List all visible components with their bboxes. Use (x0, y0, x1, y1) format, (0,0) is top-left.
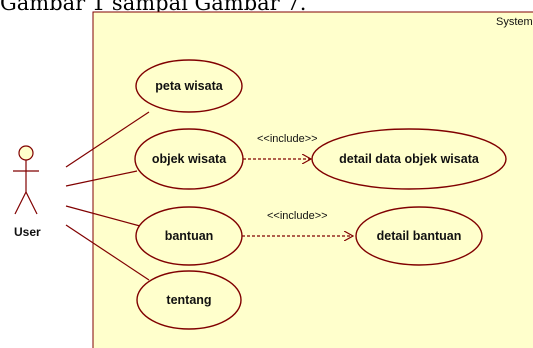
system-label: System (496, 16, 533, 28)
associations (65, 111, 150, 281)
use-case-label: tentang (166, 293, 211, 307)
use-case-peta-wisata: peta wisata (135, 59, 243, 113)
include-label-bantuan: <<include>> (267, 210, 328, 222)
use-case-label: peta wisata (155, 79, 223, 93)
association-peta (65, 111, 150, 168)
page-caption: Gambar 1 sampai Gambar 7. (0, 0, 307, 15)
use-case-label: detail bantuan (377, 229, 462, 243)
association-tentang (65, 224, 150, 281)
use-case-detail-bantuan: detail bantuan (355, 206, 483, 266)
use-case-bantuan: bantuan (135, 206, 243, 266)
actor-user: User (13, 145, 41, 239)
actor-label: User (14, 225, 41, 239)
use-case-label: objek wisata (152, 152, 227, 166)
use-case-label: bantuan (165, 229, 214, 243)
include-label-objek: <<include>> (257, 133, 318, 145)
include-relations: <<include>> <<include>> (242, 133, 353, 236)
association-objek (65, 170, 138, 187)
use-case-label: detail data objek wisata (339, 152, 480, 166)
use-case-tentang: tentang (136, 270, 242, 330)
stick-figure-icon (13, 145, 39, 215)
association-bantuan (65, 205, 141, 227)
use-case-detail-data-objek-wisata: detail data objek wisata (311, 128, 507, 190)
use-case-objek-wisata: objek wisata (134, 128, 244, 190)
